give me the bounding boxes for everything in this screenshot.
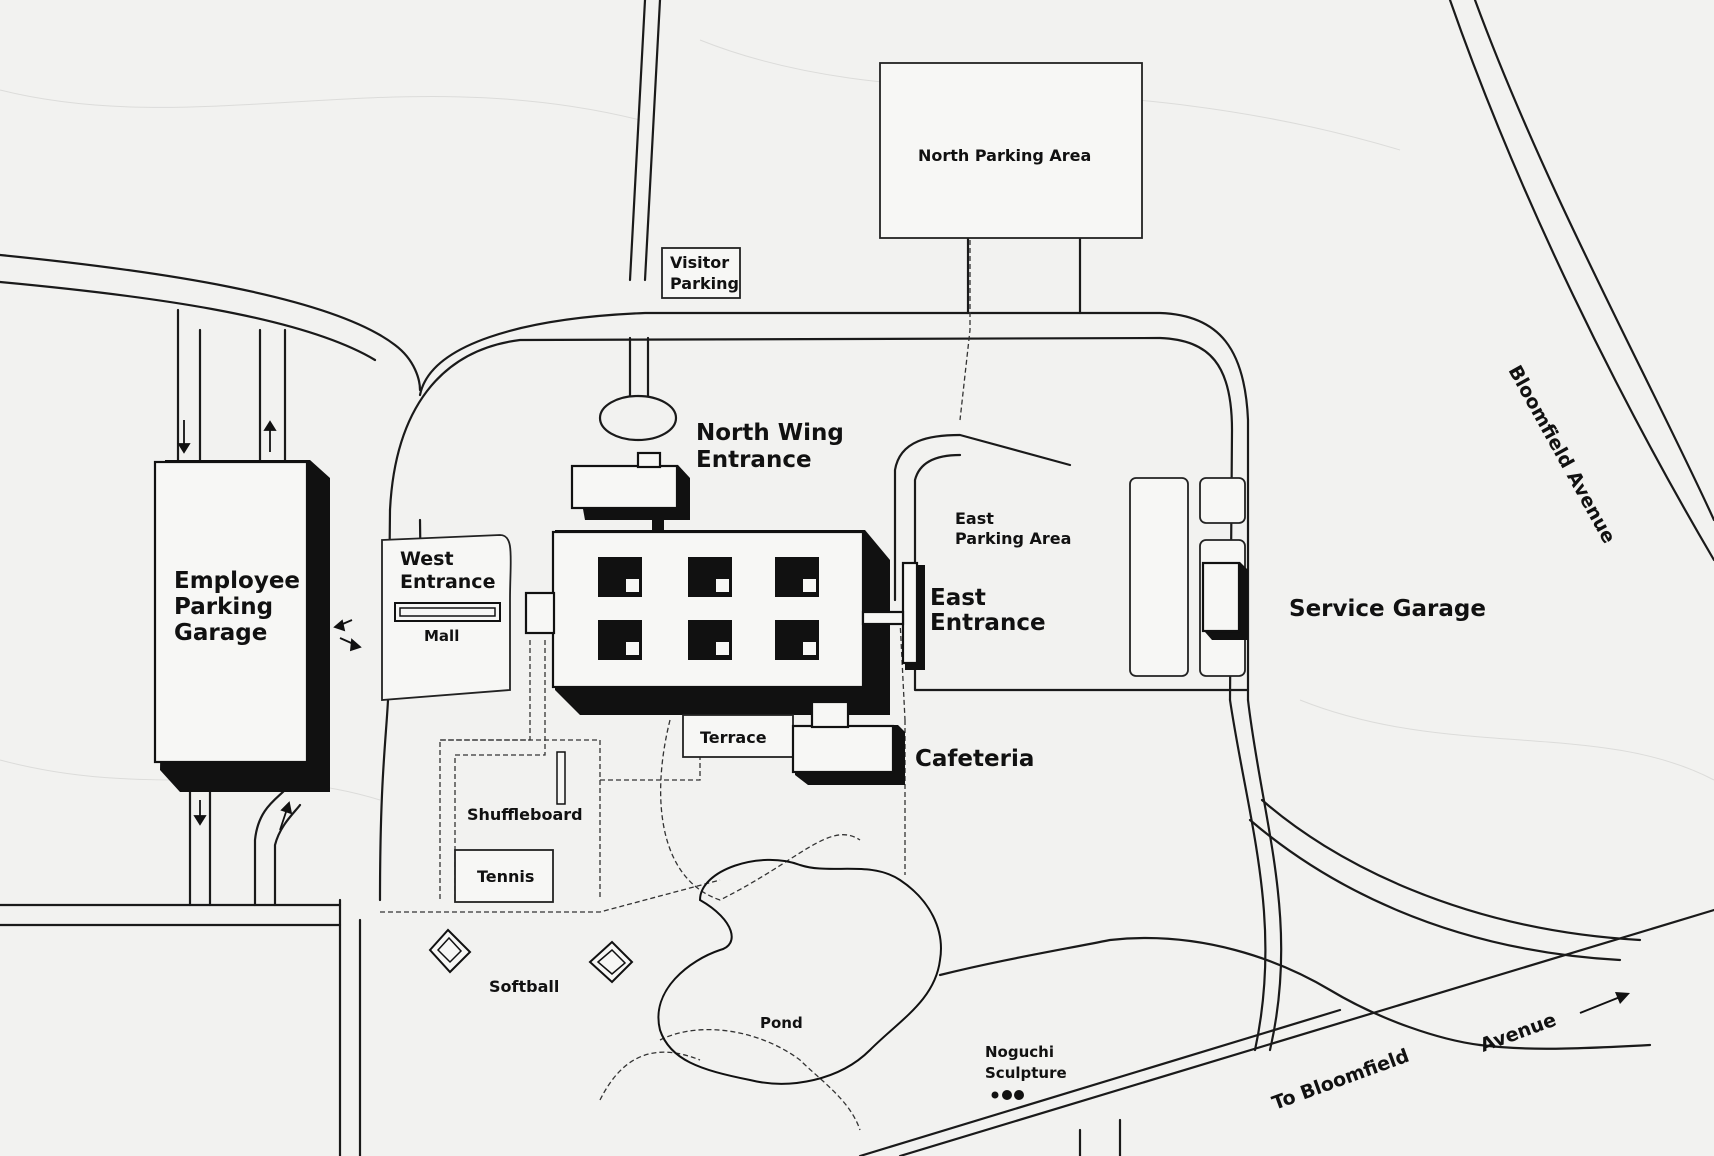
to-bloomfield-label: To Bloomfield — [1269, 1045, 1412, 1115]
garage-direction-arrows — [177, 420, 362, 831]
east-parking-area[interactable]: East Parking Area — [955, 509, 1071, 548]
east-entrance[interactable]: East Entrance — [861, 561, 1046, 670]
visitor-parking[interactable]: Visitor Parking — [661, 247, 741, 299]
street-labels: Bloomfield Avenue To Bloomfield Avenue — [1269, 362, 1630, 1115]
cafeteria-label: Cafeteria — [915, 746, 1034, 772]
pond: Pond — [657, 858, 942, 1085]
north-parking-label: North Parking Area — [918, 146, 1091, 165]
cafeteria[interactable]: Cafeteria — [791, 700, 1034, 785]
west-entrance-lot[interactable]: West Entrance Mall — [381, 534, 512, 701]
east-parking-label-1: East — [955, 509, 994, 528]
courtyards — [598, 557, 819, 660]
tennis-label: Tennis — [477, 867, 534, 886]
service-garage[interactable]: Service Garage — [1129, 477, 1486, 677]
direction-arrow-icon — [1579, 992, 1630, 1014]
east-entrance-label-2: Entrance — [930, 610, 1046, 636]
visitor-parking-label-1: Visitor — [670, 253, 729, 272]
main-building[interactable] — [524, 530, 890, 715]
east-entrance-label-1: East — [930, 585, 986, 611]
employee-parking-garage[interactable]: Employee Parking Garage — [153, 460, 330, 792]
noguchi-sculpture[interactable]: Noguchi Sculpture — [985, 1043, 1067, 1100]
terrace[interactable]: Terrace — [682, 714, 794, 758]
shuffleboard[interactable]: Shuffleboard — [467, 751, 583, 824]
service-garage-label: Service Garage — [1289, 596, 1486, 622]
noguchi-label-2: Sculpture — [985, 1064, 1067, 1082]
west-entrance-label-2: Entrance — [400, 571, 495, 593]
noguchi-label-1: Noguchi — [985, 1043, 1054, 1061]
employee-garage-label-2: Parking — [174, 594, 273, 620]
employee-garage-label-3: Garage — [174, 620, 267, 646]
terrace-label: Terrace — [700, 728, 767, 747]
north-parking-area[interactable]: North Parking Area — [879, 62, 1143, 239]
softball-label: Softball — [489, 977, 559, 996]
footpaths — [380, 240, 971, 1131]
softball-fields[interactable]: Softball — [428, 928, 634, 996]
shuffleboard-label: Shuffleboard — [467, 805, 583, 824]
west-entrance-label-1: West — [400, 548, 454, 570]
visitor-parking-label-2: Parking — [670, 274, 739, 293]
east-parking-label-2: Parking Area — [955, 529, 1071, 548]
north-wing-label-1: North Wing — [696, 420, 844, 446]
pond-label: Pond — [760, 1014, 803, 1032]
north-wing-entrance[interactable]: North Wing Entrance — [570, 420, 844, 532]
mall-label: Mall — [424, 627, 459, 645]
bloomfield-avenue-label: Bloomfield Avenue — [1504, 362, 1620, 547]
employee-garage-label-1: Employee — [174, 568, 300, 594]
north-wing-label-2: Entrance — [696, 447, 812, 473]
tennis-court[interactable]: Tennis — [454, 849, 554, 903]
